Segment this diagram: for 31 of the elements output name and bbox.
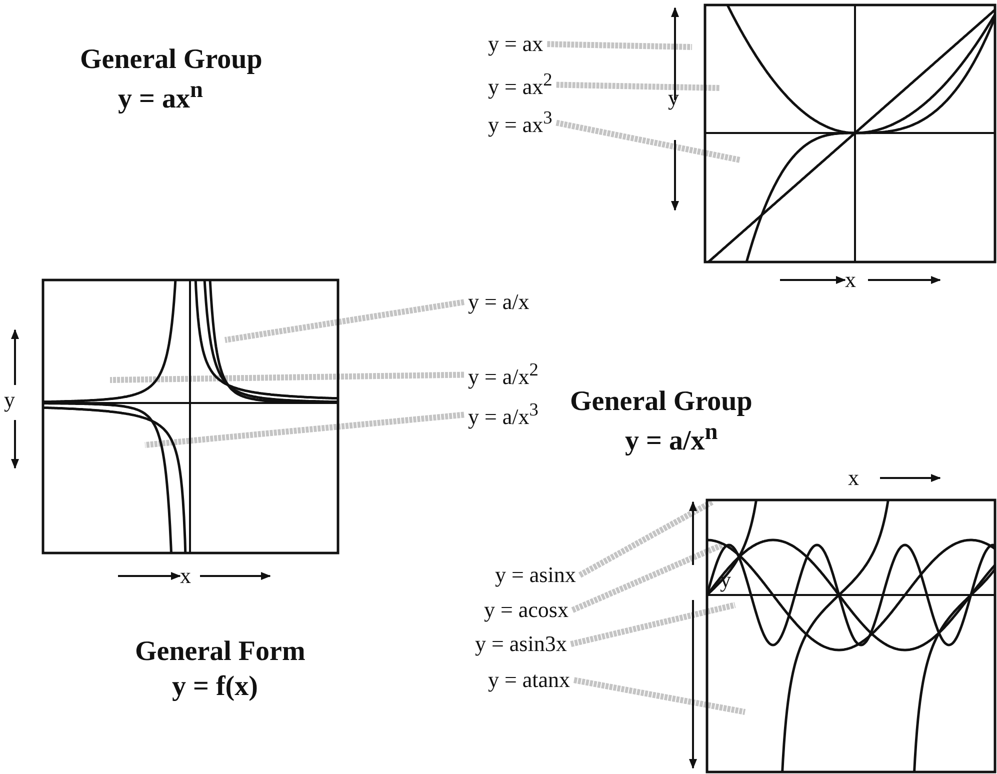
leader-line	[556, 82, 720, 91]
leader-line	[571, 542, 724, 613]
formula-label: y = acosx	[484, 598, 568, 622]
leader-line	[547, 41, 692, 50]
leader-line	[144, 412, 464, 448]
heading: y = a/x$^{n}$	[625, 420, 718, 458]
heading: General Group	[80, 45, 262, 76]
heading: General Group	[570, 387, 752, 418]
leader-line	[110, 372, 464, 383]
axis-label: y	[4, 388, 15, 412]
leader-line	[556, 120, 741, 163]
axis-label: y	[668, 86, 679, 110]
heading: General Form	[135, 637, 306, 668]
formula-label: y = asinx	[495, 563, 576, 588]
axis-label: x	[848, 466, 859, 490]
formula-label: y = atanx	[488, 668, 570, 692]
leader-line	[578, 499, 714, 578]
leader-line	[574, 677, 746, 715]
formula-label: y = ax$^{2}$	[488, 70, 552, 100]
formula-label: y = asin3x	[475, 632, 567, 656]
heading: y = f(x)	[172, 672, 258, 703]
axis-label: x	[845, 268, 856, 292]
formula-label: y = a/x	[468, 290, 530, 314]
formula-label: y = a/x$^{2}$	[468, 360, 538, 390]
leader-line	[224, 299, 464, 343]
heading: y = ax$^{n}$	[118, 78, 203, 116]
formula-label: y = a/x$^{3}$	[468, 400, 538, 430]
leader-line	[570, 602, 736, 648]
axis-label: x	[180, 564, 191, 588]
formula-label: y = ax	[488, 32, 544, 56]
formula-label: y = ax$^{3}$	[488, 108, 552, 138]
